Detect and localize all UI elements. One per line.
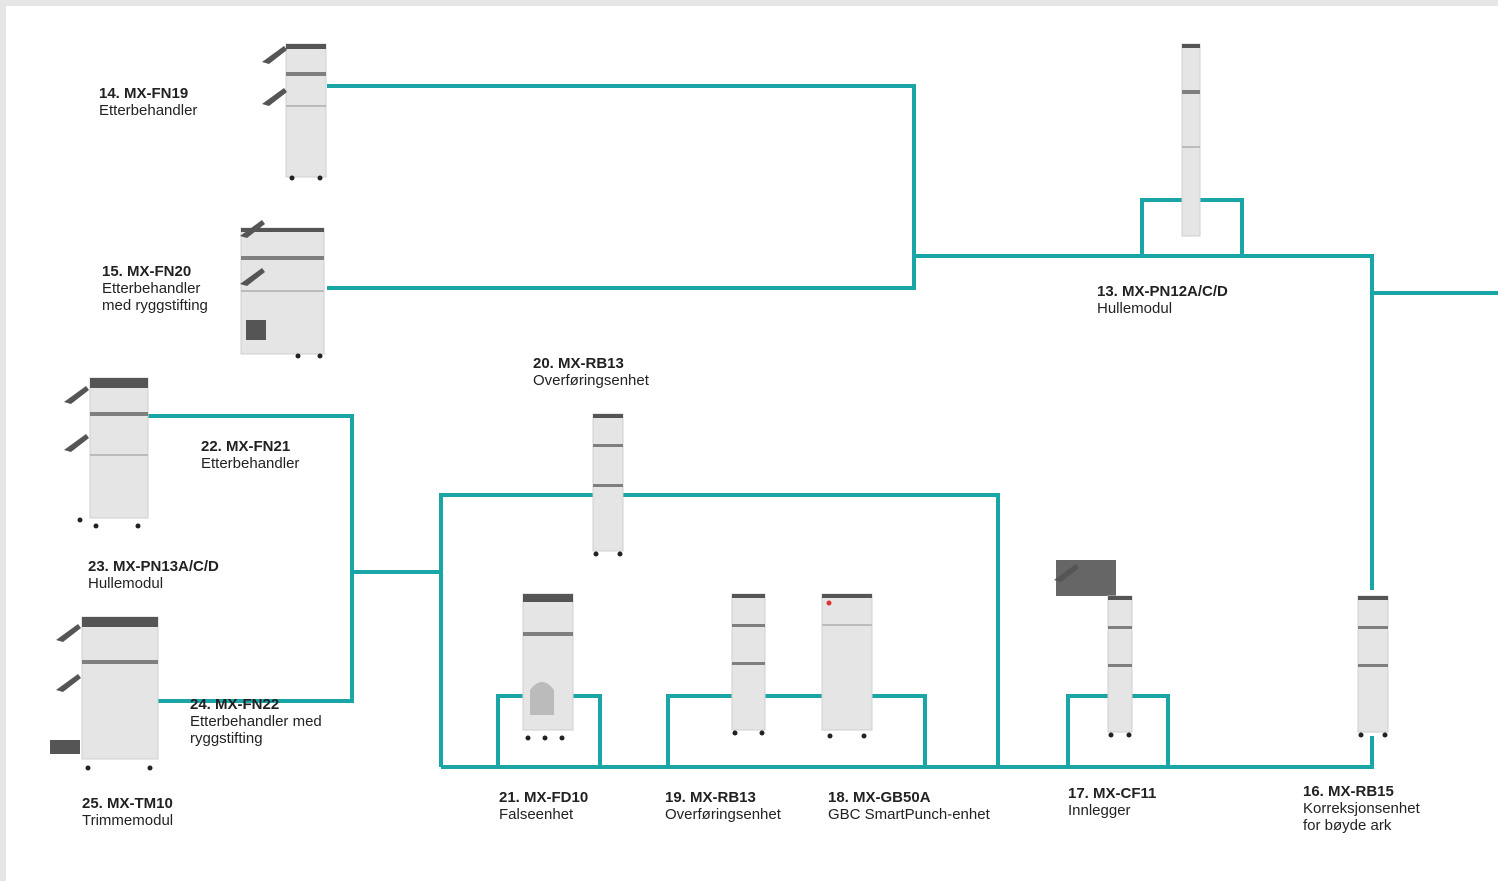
finisher-icon [262,43,327,181]
wire-fn19 [327,84,916,256]
module-title: 23. MX-PN13A/C/D [88,558,219,575]
module-description: GBC SmartPunch-enhet [828,806,990,823]
module-description: Etterbehandler med [190,713,322,730]
inserter-icon [1054,560,1133,738]
saddle-finisher-icon [240,220,325,359]
module-title: 20. MX-RB13 [533,355,624,372]
module-title: 21. MX-FD10 [499,789,589,806]
module-title: 15. MX-FN20 [102,263,192,280]
wire-fn20 [327,256,916,290]
relay-unit-icon [731,593,766,736]
module-description: Overføringsenhet [533,372,649,389]
module-title: 16. MX-RB15 [1303,783,1394,800]
module-title: 14. MX-FN19 [99,85,189,102]
module-description: Overføringsenhet [665,806,781,823]
module-title: 17. MX-CF11 [1068,785,1157,802]
module-description: Innlegger [1068,802,1131,819]
module-description: ryggstifting [190,730,263,747]
decurler-icon [1357,595,1389,738]
module-description: Korreksjonsenhet [1303,800,1420,817]
module-title: 18. MX-GB50A [828,789,931,806]
relay-unit-icon [592,413,624,557]
module-title: 13. MX-PN12A/C/D [1097,283,1228,300]
wire-fn21 [148,414,354,572]
module-description: for bøyde ark [1303,817,1392,834]
finisher-icon [64,377,149,529]
module-description: Hullemodul [1097,300,1173,317]
wire-bus-frame [439,493,1000,767]
module-description: med ryggstifting [102,297,208,314]
module-title: 19. MX-RB13 [665,789,756,806]
wire-rb13-gb50-loop [666,694,927,767]
trimmer-icon [50,616,159,771]
folding-unit-icon [522,593,574,741]
connection-lines [50,43,1498,771]
module-description: Etterbehandler [201,455,300,472]
module-description: Etterbehandler [102,280,201,297]
module-description: Falseenhet [499,806,574,823]
module-description: Etterbehandler [99,102,198,119]
wire-fn22 [156,572,354,703]
module-title: 24. MX-FN22 [190,696,280,713]
module-description: Trimmemodul [82,812,174,829]
punch-module-icon [1181,43,1201,237]
module-title: 22. MX-FN21 [201,438,291,455]
module-title: 25. MX-TM10 [82,795,173,812]
module-description: Hullemodul [88,575,164,592]
smartpunch-icon [821,593,873,739]
wire-bottom-bus [441,736,1374,769]
